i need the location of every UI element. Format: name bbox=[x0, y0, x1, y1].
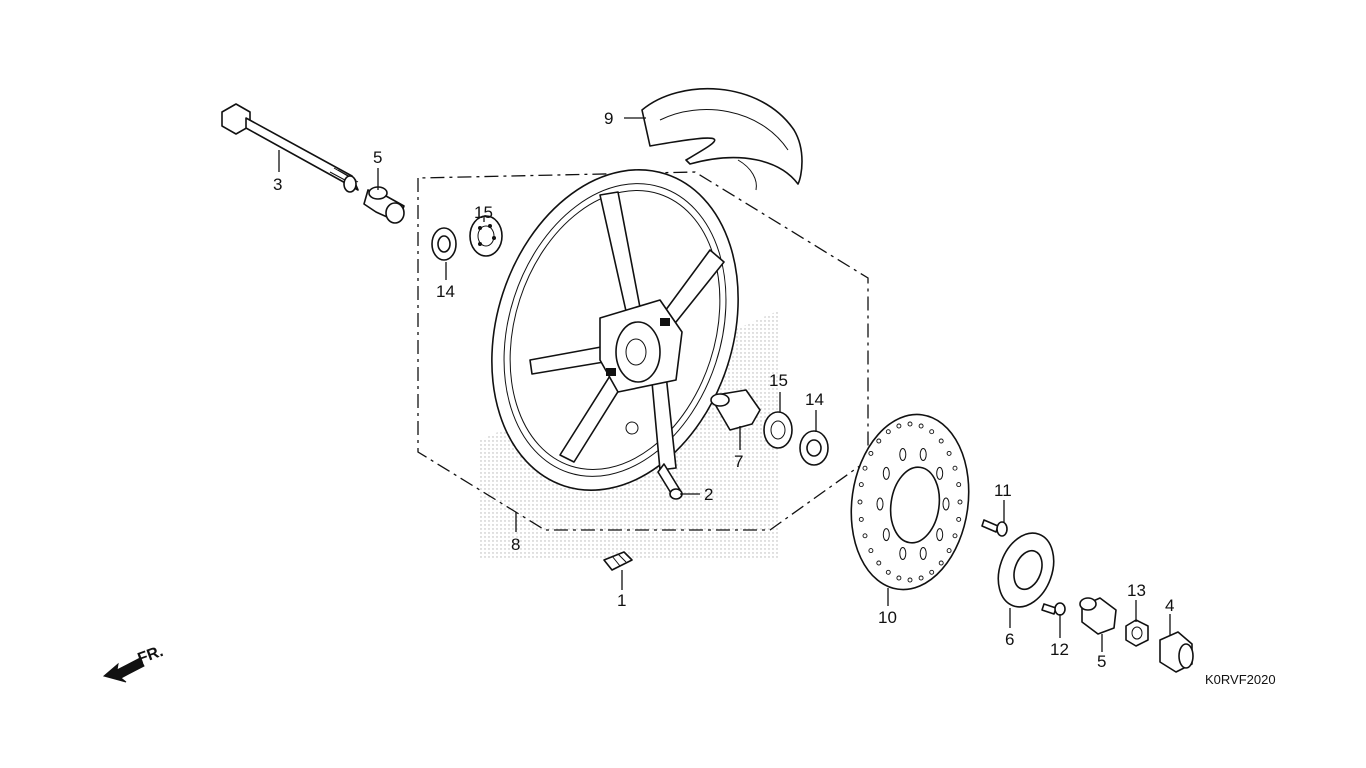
dust-seal-left-part bbox=[431, 227, 457, 261]
leader-lines bbox=[278, 117, 1171, 652]
tire-valve-part bbox=[657, 463, 683, 500]
disk-hole bbox=[858, 516, 864, 522]
callout-5-top: 5 bbox=[373, 148, 382, 167]
disk-hole bbox=[918, 423, 924, 429]
callout-6: 6 bbox=[1005, 630, 1014, 649]
disk-vent-slot bbox=[899, 448, 907, 461]
disk-hole bbox=[858, 482, 864, 488]
disk-vent-slot bbox=[936, 466, 944, 480]
disk-hole bbox=[885, 569, 891, 575]
callout-labels: 1 2 3 4 5 5 6 7 8 9 10 11 12 13 14 14 15… bbox=[273, 109, 1174, 671]
disk-vent-slot bbox=[919, 547, 927, 560]
callout-14-left: 14 bbox=[436, 282, 455, 301]
front-direction-label: FR. bbox=[136, 643, 166, 668]
callout-5-lower: 5 bbox=[1097, 652, 1106, 671]
balance-weight-part bbox=[603, 551, 633, 571]
axle-cap-part bbox=[1159, 631, 1194, 673]
callout-4: 4 bbox=[1165, 596, 1174, 615]
front-direction-indicator: FR. bbox=[102, 643, 166, 683]
brake-disk-part bbox=[850, 413, 970, 591]
disk-hole bbox=[876, 438, 882, 444]
callout-15-left: 15 bbox=[474, 203, 493, 222]
disk-hole bbox=[938, 438, 944, 444]
callout-15-right: 15 bbox=[769, 371, 788, 390]
disk-vent-slot bbox=[942, 497, 950, 511]
disk-hole bbox=[952, 465, 958, 471]
disk-hole bbox=[946, 450, 952, 456]
pulser-ring-part bbox=[997, 532, 1055, 608]
axle-nut-part bbox=[1125, 619, 1149, 647]
assembly-boundary bbox=[417, 171, 869, 531]
disk-hole bbox=[896, 423, 902, 429]
disk-vent-slot bbox=[919, 448, 927, 461]
disk-vent-slot bbox=[882, 528, 890, 542]
disk-hole bbox=[918, 575, 924, 581]
distance-collar-part bbox=[710, 389, 761, 431]
disk-hole bbox=[938, 560, 944, 566]
disk-hole bbox=[946, 548, 952, 554]
disk-hole bbox=[896, 575, 902, 581]
bearing-right-part bbox=[763, 411, 793, 449]
callout-7: 7 bbox=[734, 452, 743, 471]
callout-2: 2 bbox=[704, 485, 713, 504]
disk-hole bbox=[862, 533, 868, 539]
disk-hole bbox=[868, 548, 874, 554]
tire-part bbox=[641, 87, 803, 191]
callout-8: 8 bbox=[511, 535, 520, 554]
disk-hole bbox=[885, 429, 891, 435]
callout-13: 13 bbox=[1127, 581, 1146, 600]
disk-hole bbox=[956, 482, 962, 488]
disk-vent-slot bbox=[876, 497, 884, 511]
disk-hole bbox=[929, 569, 935, 575]
collar-lower-part bbox=[1079, 597, 1117, 635]
callout-9: 9 bbox=[604, 109, 613, 128]
callout-14-right: 14 bbox=[805, 390, 824, 409]
disk-hole bbox=[862, 465, 868, 471]
disk-vent-slot bbox=[882, 466, 890, 480]
callout-11: 11 bbox=[994, 481, 1012, 500]
disk-hole bbox=[956, 516, 962, 522]
disk-hole bbox=[957, 499, 963, 505]
pulser-bolt-part bbox=[1041, 602, 1066, 616]
disk-hole bbox=[876, 560, 882, 566]
disk-hole bbox=[929, 429, 935, 435]
disk-bolt-part bbox=[981, 519, 1008, 537]
front-arrow-icon bbox=[102, 657, 145, 683]
disk-vent-slot bbox=[899, 547, 907, 560]
disk-hole bbox=[868, 450, 874, 456]
wheel-rim-part bbox=[491, 169, 739, 491]
disk-hole bbox=[907, 577, 913, 583]
callout-1: 1 bbox=[617, 591, 626, 610]
axle-bolt-part bbox=[221, 103, 359, 193]
bearing-left-part bbox=[469, 215, 503, 257]
disk-hole bbox=[952, 533, 958, 539]
callout-3: 3 bbox=[273, 175, 282, 194]
callout-10: 10 bbox=[878, 608, 897, 627]
dust-seal-right-part bbox=[799, 430, 829, 466]
disk-hole bbox=[857, 499, 863, 505]
collar-top-part bbox=[363, 186, 405, 224]
diagram-code: K0RVF2020 bbox=[1205, 672, 1276, 687]
disk-hole bbox=[907, 421, 913, 427]
disk-vent-slot bbox=[936, 528, 944, 542]
callout-12: 12 bbox=[1050, 640, 1069, 659]
